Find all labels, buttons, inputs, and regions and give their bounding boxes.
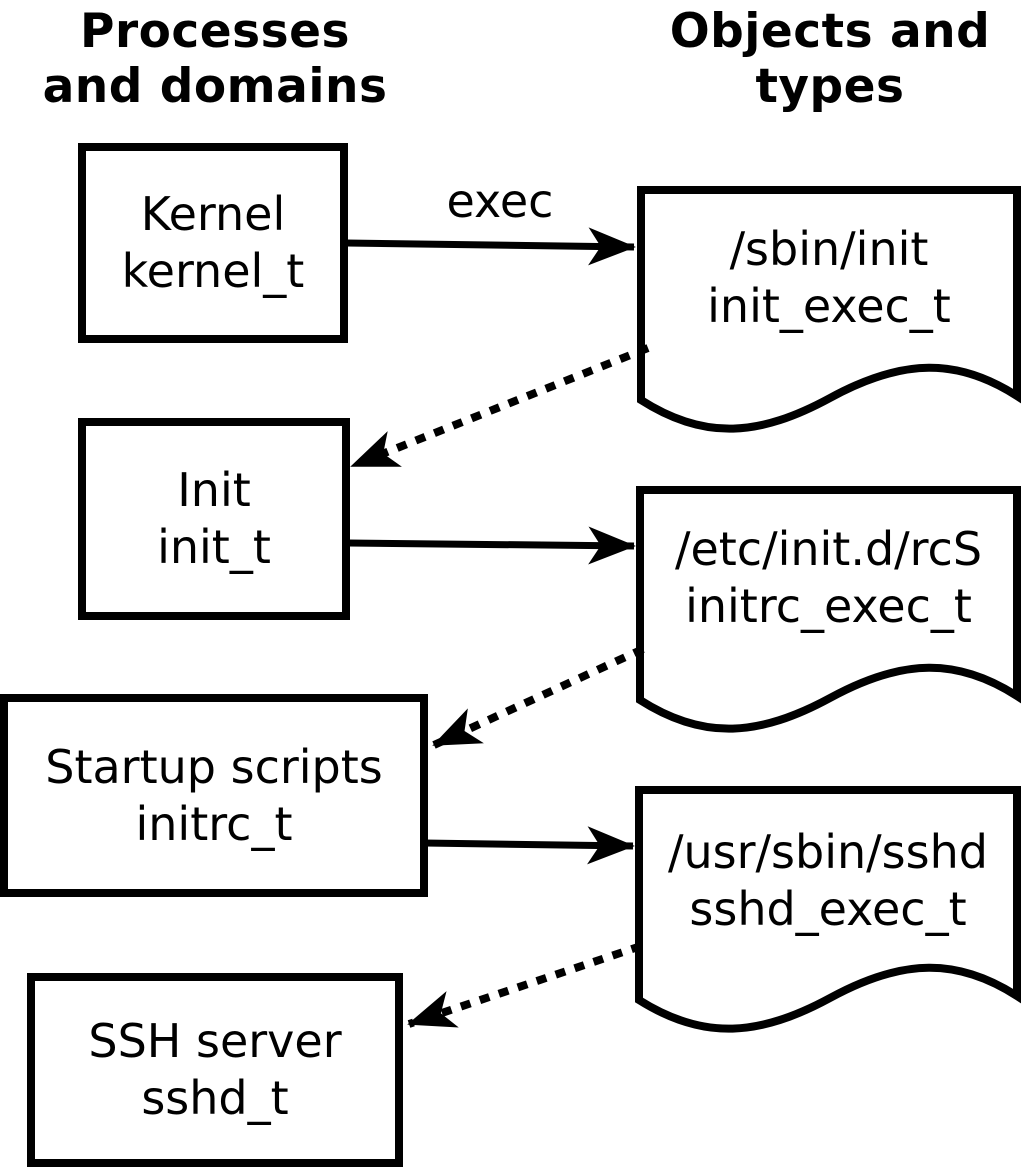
dotted-arrow-rcs-to-initrc — [432, 645, 645, 749]
arrow-initrc-to-sshd — [423, 826, 635, 865]
process-label: Startup scripts — [45, 739, 383, 794]
dotted-arrow-sshd-exec-to-sshd — [407, 942, 643, 1028]
arrow-init-to-rcs — [347, 526, 636, 565]
process-domain-type: sshd_t — [141, 1071, 289, 1125]
exec-edge-label: exec — [446, 174, 554, 228]
process-domain-type: initrc_t — [135, 796, 293, 851]
document-shape-sbin-init — [637, 186, 1021, 433]
column-header-objects-and-types: Objects and types — [669, 4, 991, 114]
document-shape-usr-sbin-sshd — [635, 786, 1021, 1033]
document-shape-etc-initd-rcs — [636, 486, 1021, 733]
dotted-arrow-sbin-init-to-init — [350, 344, 650, 470]
process-domain-type: kernel_t — [121, 244, 305, 298]
process-box-init: Init init_t — [78, 418, 350, 620]
process-box-ssh-server: SSH server sshd_t — [27, 973, 403, 1167]
arrow-kernel-to-sbin-init — [345, 227, 636, 266]
process-label: SSH server — [88, 1014, 342, 1068]
process-box-kernel: Kernel kernel_t — [78, 143, 348, 343]
process-box-startup-scripts: Startup scripts initrc_t — [0, 694, 428, 897]
process-label: Init — [177, 463, 251, 517]
process-label: Kernel — [140, 187, 286, 241]
process-domain-type: init_t — [157, 520, 271, 574]
column-header-processes-and-domains: Processes and domains — [42, 4, 388, 114]
